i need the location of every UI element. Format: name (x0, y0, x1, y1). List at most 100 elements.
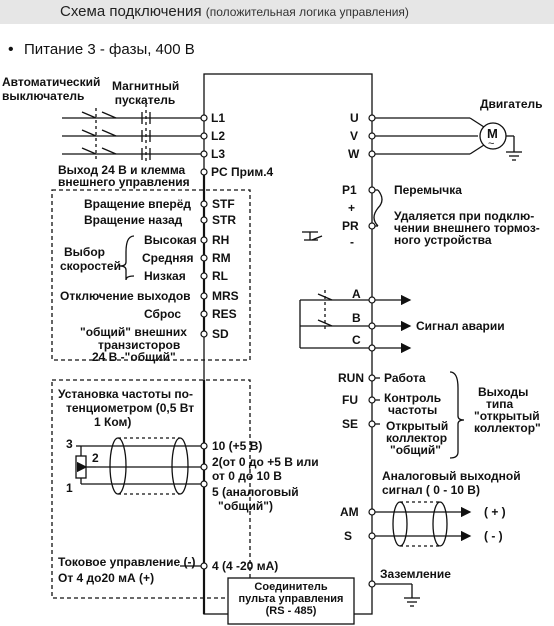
analog-input-box (51, 379, 251, 599)
oc-group-1: Выходы (478, 385, 529, 399)
terminal-2-b: от 0 до 10 В (212, 469, 282, 483)
oc-group-4: коллектор" (474, 421, 541, 435)
terminal-pr: PR (342, 219, 359, 233)
motor-label: Двигатель (480, 97, 543, 111)
control-label-mrs: Отключение выходов (60, 289, 191, 303)
terminal-res: RES (212, 307, 237, 321)
terminal-u: U (350, 111, 359, 125)
contactor-label-1: Магнитный (112, 79, 180, 93)
motor-tilde: ~ (488, 138, 495, 150)
rs485-connector-box (227, 577, 355, 625)
terminal-5-b: "общий") (218, 499, 273, 513)
jumper-note-2: чении внешнего тормоз- (394, 221, 540, 235)
alarm-label: Сигнал аварии (416, 319, 505, 333)
terminal-4: 4 (4 -20 мА) (212, 559, 279, 573)
control-label-sd: "общий" внешних (80, 325, 187, 339)
ground-label: Заземление (380, 567, 451, 581)
se-label-2: коллектор (386, 431, 448, 445)
control-label-rh: Высокая (144, 233, 197, 247)
terminal-w: W (348, 147, 360, 161)
contactor-contacts (141, 104, 151, 164)
diagram-title: Схема подключения (положительная логика … (60, 4, 409, 20)
speed-select-2: скоростей (60, 259, 121, 273)
terminal-pc: PC Прим.4 (211, 165, 274, 179)
bullet-icon: • (8, 41, 14, 58)
run-label: Работа (384, 371, 426, 385)
breaker-label-1: Автоматический (2, 75, 101, 89)
jumper-note-1: Удаляется при подклю- (394, 209, 535, 223)
terminal-stf: STF (212, 197, 235, 211)
motor-m: M (487, 126, 498, 141)
terminal-s: S (344, 529, 353, 543)
terminal-run: RUN (338, 371, 364, 385)
analog-out-label-1: Аналоговый выходной (382, 469, 521, 483)
terminal-2-a: 2(от 0 до +5 В или (212, 455, 319, 469)
potentiometer-icon (75, 455, 87, 479)
pot-label-1: Установка частоты по- (58, 387, 193, 401)
pot-label-2: тенциометром (0,5 Вт (66, 401, 195, 415)
control-label-str: Вращение назад (84, 213, 183, 227)
se-label-3: "общий" (390, 443, 441, 457)
breaker-label-2: выключатель (2, 89, 85, 103)
pot-label-3: 1 Ком) (94, 415, 132, 429)
connector-label-3: (RS - 485) (265, 605, 317, 617)
control-label-stf: Вращение вперёд (84, 197, 192, 211)
control-label-rl: Низкая (144, 269, 186, 283)
terminal-rl: RL (212, 269, 228, 283)
pc-label-2: внешнего управления (58, 175, 190, 189)
terminal-minus: - (350, 235, 354, 249)
terminal-c: C (352, 333, 361, 347)
title-sub: (положительная логика управления) (205, 5, 409, 19)
jumper-note-3: ного устройства (394, 233, 492, 247)
current-label-2: От 4 до20 мА (+) (58, 571, 155, 585)
se-label-1: Открытый (386, 419, 449, 433)
terminal-10: 10 (+5 В) (212, 439, 263, 453)
control-label-rm: Средняя (142, 251, 194, 265)
sd-extra-1: транзисторов (98, 338, 181, 352)
connector-label-1: Соединитель (254, 581, 328, 593)
terminal-v: V (350, 129, 359, 143)
terminal-rh: RH (212, 233, 230, 247)
title-main: Схема подключения (60, 3, 202, 20)
power-label: Питание 3 - фазы, 400 В (24, 41, 195, 58)
jumper-label: Перемычка (394, 183, 462, 197)
analog-minus: ( - ) (484, 529, 503, 543)
speed-select-1: Выбор (64, 245, 105, 259)
current-label-1: Токовое управление (-) (58, 555, 196, 569)
oc-group-3: "открытый (474, 409, 540, 423)
contactor-label-2: пускатель (114, 93, 176, 107)
terminal-str: STR (212, 213, 236, 227)
terminal-plus: + (348, 201, 356, 215)
terminal-5-a: 5 (аналоговый (212, 485, 299, 499)
terminal-p1: P1 (342, 183, 357, 197)
pot-pin-1: 1 (66, 481, 73, 495)
terminal-sd: SD (212, 327, 229, 341)
header-bar (0, 0, 554, 24)
open-collector-brace (449, 371, 465, 459)
control-input-box (51, 189, 251, 361)
fu-label-2: частоты (388, 403, 438, 417)
terminal-se: SE (342, 417, 359, 431)
analog-plus: ( + ) (484, 505, 506, 519)
terminal-mrs: MRS (212, 289, 239, 303)
terminal-l2: L2 (211, 129, 226, 143)
terminal-b: B (352, 311, 361, 325)
pc-label-1: Выход 24 В и клемма (58, 163, 186, 177)
control-label-res: Сброс (144, 307, 182, 321)
connector-label-2: пульта управления (238, 593, 344, 605)
analog-out-label-2: сигнал ( 0 - 10 В) (382, 483, 480, 497)
terminal-a: A (352, 287, 361, 301)
terminal-rm: RM (212, 251, 231, 265)
brake-resistor-icon (302, 231, 323, 241)
terminal-l1: L1 (211, 111, 226, 125)
terminal-dots (200, 114, 376, 588)
pot-pin-2: 2 (92, 451, 99, 465)
terminal-l3: L3 (211, 147, 226, 161)
fu-label-1: Контроль (384, 391, 442, 405)
oc-group-2: типа (486, 397, 514, 411)
pot-pin-3: 3 (66, 437, 73, 451)
sd-extra-2: 24 В -"общий" (92, 350, 176, 364)
terminal-fu: FU (342, 393, 358, 407)
